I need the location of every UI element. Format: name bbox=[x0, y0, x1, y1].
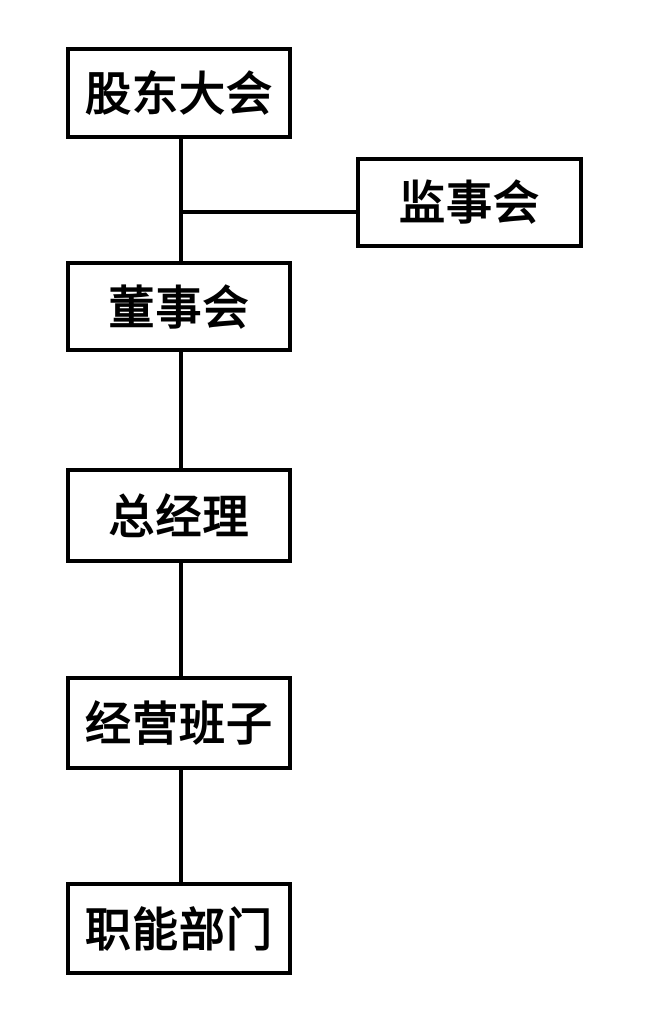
node-shareholders-meeting[interactable]: 股东大会 bbox=[66, 47, 292, 139]
node-shareholders-meeting-label: 股东大会 bbox=[85, 67, 273, 121]
node-board-of-directors[interactable]: 董事会 bbox=[66, 261, 292, 352]
connector-shareholders-to-directors bbox=[179, 139, 183, 261]
node-functional-departments[interactable]: 职能部门 bbox=[66, 882, 292, 975]
connector-management-team-to-departments bbox=[179, 770, 183, 882]
node-general-manager-label: 总经理 bbox=[108, 490, 250, 544]
node-management-team[interactable]: 经营班子 bbox=[66, 676, 292, 770]
node-board-of-directors-label: 董事会 bbox=[108, 281, 250, 335]
node-board-of-supervisors-label: 监事会 bbox=[399, 176, 540, 230]
connector-directors-to-general-manager bbox=[179, 352, 183, 468]
connector-general-manager-to-management-team bbox=[179, 563, 183, 676]
node-functional-departments-label: 职能部门 bbox=[85, 903, 273, 957]
node-board-of-supervisors[interactable]: 监事会 bbox=[356, 157, 583, 248]
node-management-team-label: 经营班子 bbox=[85, 697, 273, 751]
connector-trunk-to-supervisors bbox=[179, 210, 356, 214]
node-general-manager[interactable]: 总经理 bbox=[66, 468, 292, 563]
